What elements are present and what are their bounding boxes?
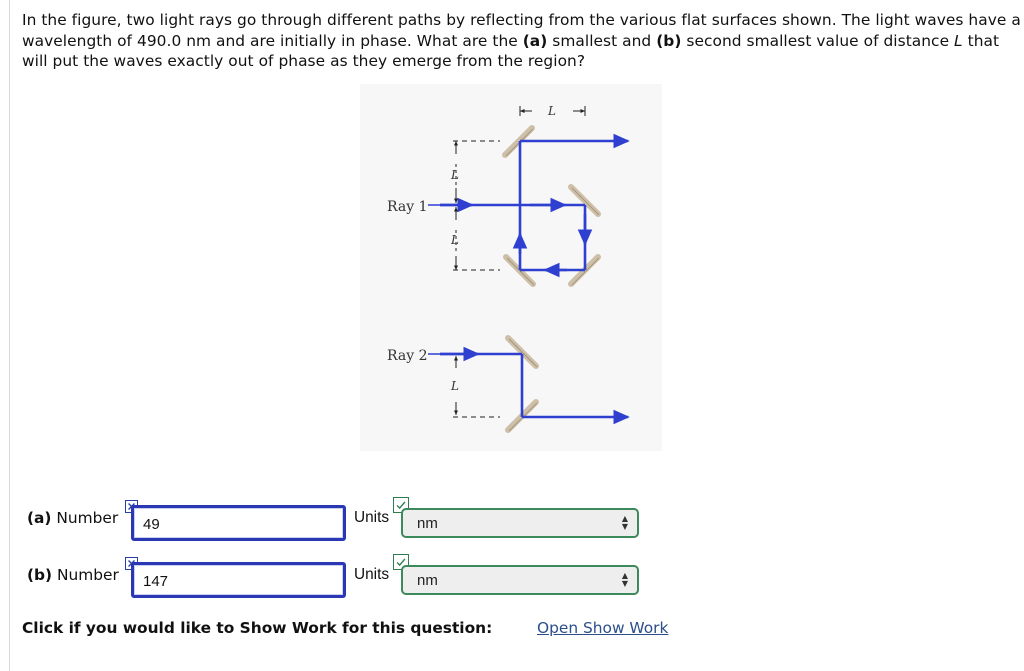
answer-b-units-select[interactable]: nm ▲▼ (401, 565, 639, 595)
dim-label-l-top: L (547, 104, 556, 118)
question-segment: In the figure, two light rays go through… (22, 11, 1021, 50)
answer-b-label: (b) Number (27, 566, 119, 584)
dim-label-l-1: L (450, 168, 459, 182)
answer-a-units-label: Units (354, 509, 390, 526)
answer-b-value: 147 (143, 573, 169, 590)
question-segment: second smallest value of distance (681, 31, 955, 50)
dim-label-l-2: L (450, 233, 459, 247)
question-segment: L (954, 31, 963, 50)
dimension-lines (453, 106, 586, 418)
question-segment: smallest and (547, 31, 657, 50)
answer-a-units-value: nm (417, 515, 438, 532)
ray-2-path (440, 346, 630, 425)
answer-row-a: (a) Number 49 Units nm ▲▼ (0, 497, 1024, 544)
open-show-work-link[interactable]: Open Show Work (537, 619, 669, 637)
select-arrows-icon: ▲▼ (621, 514, 628, 531)
show-work-prompt: Click if you would like to Show Work for… (22, 619, 493, 637)
optics-figure: Ray 1 Ray 2 L L L L (360, 84, 662, 451)
answer-a-number-input[interactable]: 49 (131, 505, 346, 541)
answer-b-units-label: Units (354, 566, 390, 583)
answer-row-b: (b) Number 147 Units nm ▲▼ (0, 554, 1024, 601)
ray-2-label: Ray 2 (387, 348, 427, 364)
left-border (9, 0, 10, 671)
answer-a-label: (a) Number (27, 509, 119, 527)
question-segment: (a) (522, 31, 548, 50)
ray-1-label: Ray 1 (387, 199, 427, 215)
mirror-top-left (502, 125, 535, 158)
answer-a-units-select[interactable]: nm ▲▼ (401, 508, 639, 538)
answer-a-value: 49 (143, 516, 160, 533)
question-segment: that will put the waves exactly out of p… (22, 31, 1000, 71)
dim-label-l-3: L (450, 379, 459, 393)
question-text: In the figure, two light rays go through… (22, 10, 1022, 72)
answer-b-units-value: nm (417, 572, 438, 589)
select-arrows-icon: ▲▼ (621, 571, 628, 588)
answer-b-number-input[interactable]: 147 (131, 562, 346, 598)
question-segment: (b) (656, 31, 682, 50)
ray-1-path (440, 133, 630, 278)
